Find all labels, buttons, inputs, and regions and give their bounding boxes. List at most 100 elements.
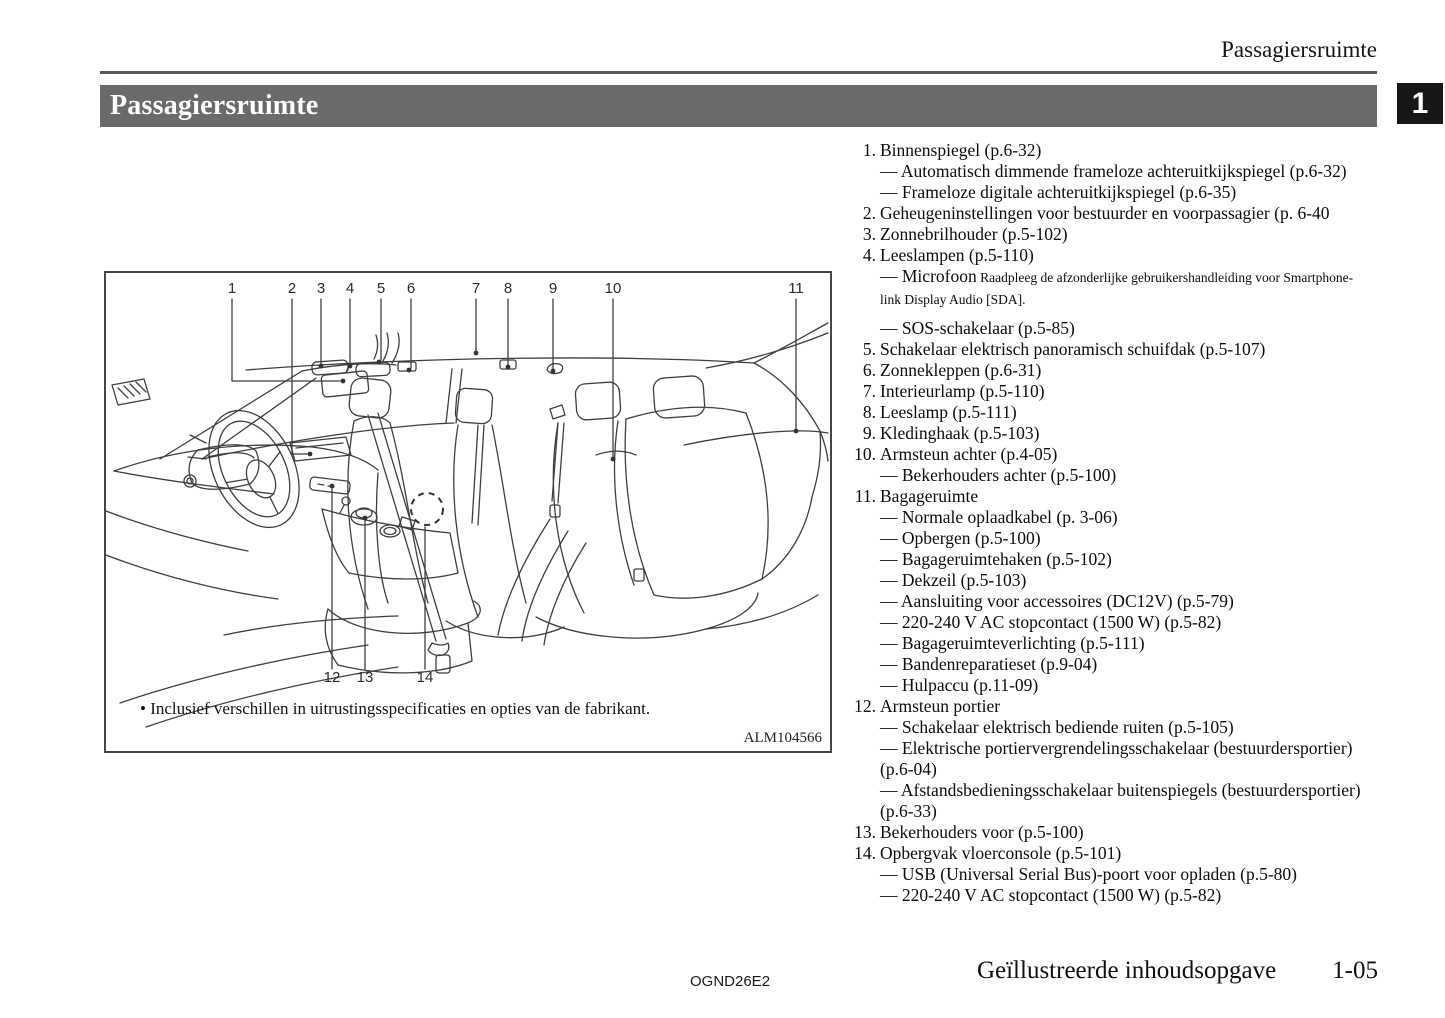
parts-list-item-number: 9. bbox=[862, 423, 876, 443]
sun-visor-and-mirror bbox=[311, 332, 564, 398]
callout-dot-3 bbox=[318, 363, 324, 369]
center-console bbox=[321, 496, 459, 580]
chapter-tab-number: 1 bbox=[1411, 86, 1429, 120]
parts-list-item-number: 6. bbox=[862, 360, 876, 380]
parts-list-item-number: 10. bbox=[854, 444, 876, 464]
parts-list-subitem: — Schakelaar elektrisch bediende ruiten … bbox=[880, 717, 1234, 737]
parts-list-item: 12.Armsteun portier bbox=[852, 696, 1372, 717]
parts-list-item: 11.Bagageruimte bbox=[852, 486, 1372, 507]
parts-list-item-number: 4. bbox=[862, 245, 876, 265]
figure-caption: • Inclusief verschillen in uitrustingssp… bbox=[140, 699, 651, 718]
rear-seat bbox=[497, 375, 769, 646]
parts-list-item-label: Bagageruimte bbox=[880, 486, 979, 506]
callout-dot-10 bbox=[610, 456, 616, 462]
parts-list-item-label: Opbergvak vloerconsole (p.5-101) bbox=[880, 843, 1122, 863]
parts-list-subitem: — Dekzeil (p.5-103) bbox=[880, 570, 1027, 590]
parts-list-subitem: — Bagageruimteverlichting (p.5-111) bbox=[880, 633, 1145, 653]
parts-list-item-label: Kledinghaak (p.5-103) bbox=[880, 423, 1040, 443]
callout-dot-12 bbox=[329, 483, 335, 489]
parts-list-subitem: — Bandenreparatieset (p.9-04) bbox=[880, 654, 1098, 674]
callout-number-14: 14 bbox=[417, 669, 434, 686]
car-interior-line-art bbox=[106, 322, 829, 728]
parts-list-item-label: Armsteun achter (p.4-05) bbox=[880, 444, 1058, 464]
callout-leader-line-2 bbox=[291, 298, 308, 455]
parts-list-subitem: — USB (Universal Serial Bus)-poort voor … bbox=[880, 864, 1298, 884]
parts-list-subitem: — Frameloze digitale achteruitkijkspiege… bbox=[880, 182, 1237, 202]
windshield-lines bbox=[159, 363, 455, 460]
parts-list-item: 8.Leeslamp (p.5-111) bbox=[852, 402, 1372, 423]
callout-dot-6 bbox=[406, 367, 412, 373]
parts-list-item-number: 14. bbox=[854, 843, 876, 863]
parts-list-item: 6.Zonnekleppen (p.6-31) bbox=[852, 360, 1372, 381]
callout-dot-2 bbox=[307, 451, 313, 457]
chapter-tab: 1 bbox=[1397, 83, 1443, 124]
callout-number-5: 5 bbox=[377, 280, 385, 297]
figure-code: ALM104566 bbox=[743, 730, 822, 746]
callout-leader-line-1 bbox=[231, 298, 341, 382]
callout-number-3: 3 bbox=[317, 280, 325, 297]
parts-list-item-number: 13. bbox=[854, 822, 876, 842]
parts-list-subitem: — Opbergen (p.5-100) bbox=[880, 528, 1041, 548]
callout-dot-4 bbox=[347, 363, 353, 369]
roof-lines bbox=[245, 322, 829, 462]
parts-list-item-label: Zonnebrilhouder (p.5-102) bbox=[880, 224, 1068, 244]
parts-list-subitem: — Afstandsbedieningsschakelaar buitenspi… bbox=[880, 780, 1361, 821]
parts-list-item: 7.Interieurlamp (p.5-110) bbox=[852, 381, 1372, 402]
parts-list-item: 2.Geheugeninstellingen voor bestuurder e… bbox=[852, 203, 1372, 224]
parts-list-item-number: 12. bbox=[854, 696, 876, 716]
parts-list-item-label: Leeslamp (p.5-111) bbox=[880, 402, 1017, 422]
parts-list-item-number: 3. bbox=[862, 224, 876, 244]
chapter-banner: Passagiersruimte bbox=[100, 85, 1377, 127]
parts-list: 1.Binnenspiegel (p.6-32)— Automatisch di… bbox=[852, 140, 1372, 906]
parts-list-item-number: 5. bbox=[862, 339, 876, 359]
footer-page-number: 1-05 bbox=[1332, 957, 1378, 984]
callout-dot-8 bbox=[505, 364, 511, 370]
parts-list-subitem: — Aansluiting voor accessoires (DC12V) (… bbox=[880, 591, 1234, 611]
parts-list-item: 4.Leeslampen (p.5-110) bbox=[852, 245, 1372, 266]
parts-list-item-label: Schakelaar elektrisch panoramisch schuif… bbox=[880, 339, 1266, 359]
callout-number-9: 9 bbox=[549, 280, 557, 297]
footer: Geïllustreerde inhoudsopgave 1-05 bbox=[977, 957, 1378, 985]
passenger-seat bbox=[445, 368, 565, 639]
running-title: Passagiersruimte bbox=[1221, 37, 1377, 62]
callout-number-8: 8 bbox=[504, 280, 512, 297]
parts-list-item-label: Zonnekleppen (p.6-31) bbox=[880, 360, 1042, 380]
parts-list-item: 3.Zonnebrilhouder (p.5-102) bbox=[852, 224, 1372, 245]
callout-number-12: 12 bbox=[324, 669, 341, 686]
parts-list-subitem: — 220-240 V AC stopcontact (1500 W) (p.5… bbox=[880, 885, 1222, 905]
parts-list-item: 14.Opbergvak vloerconsole (p.5-101) bbox=[852, 843, 1372, 864]
callout-dot-5 bbox=[376, 359, 382, 365]
callout-number-10: 10 bbox=[605, 280, 622, 297]
parts-list-item-label: Bekerhouders voor (p.5-100) bbox=[880, 822, 1084, 842]
dashboard bbox=[111, 378, 379, 495]
parts-list-subitem: — Normale oplaadkabel (p. 3-06) bbox=[880, 507, 1118, 527]
callout-14-dashed-circle bbox=[410, 492, 444, 526]
parts-list-subitem: — 220-240 V AC stopcontact (1500 W) (p.5… bbox=[880, 612, 1222, 632]
parts-list-subitem: — Elektrische portiervergrendelingsschak… bbox=[880, 738, 1353, 779]
callout-number-7: 7 bbox=[472, 280, 480, 297]
parts-list-item-label: Geheugeninstellingen voor bestuurder en … bbox=[880, 203, 1330, 223]
parts-list-subitem: — SOS-schakelaar (p.5-85) bbox=[880, 318, 1075, 338]
parts-list-item: 9.Kledinghaak (p.5-103) bbox=[852, 423, 1372, 444]
parts-list-item: 5.Schakelaar elektrisch panoramisch schu… bbox=[852, 339, 1372, 360]
parts-list-subitem: — Microfoon Raadpleeg de afzonderlijke g… bbox=[880, 266, 1354, 307]
chapter-banner-title: Passagiersruimte bbox=[110, 90, 319, 121]
parts-list-subitem: — Hulpaccu (p.11-09) bbox=[880, 675, 1039, 695]
parts-list-item-number: 8. bbox=[862, 402, 876, 422]
door-and-sill bbox=[106, 476, 399, 728]
callout-dot-1 bbox=[340, 378, 346, 384]
parts-list-subitem: — Automatisch dimmende frameloze achteru… bbox=[880, 161, 1347, 181]
steering-wheel bbox=[208, 409, 300, 529]
front-seat bbox=[324, 377, 481, 674]
parts-list-subitem: — Bekerhouders achter (p.5-100) bbox=[880, 465, 1117, 485]
parts-list-item: 13.Bekerhouders voor (p.5-100) bbox=[852, 822, 1372, 843]
footer-section-title: Geïllustreerde inhoudsopgave bbox=[976, 957, 1277, 984]
callout-number-1: 1 bbox=[228, 280, 236, 297]
callout-number-4: 4 bbox=[346, 280, 354, 297]
callout-dot-13 bbox=[362, 515, 368, 521]
callout-number-13: 13 bbox=[357, 669, 374, 686]
parts-list-item: 10.Armsteun achter (p.4-05) bbox=[852, 444, 1372, 465]
